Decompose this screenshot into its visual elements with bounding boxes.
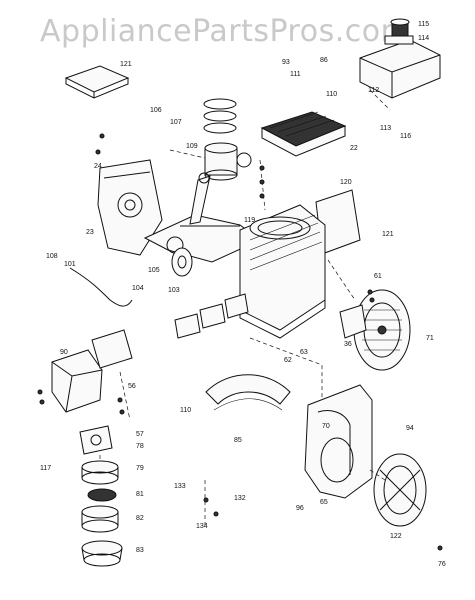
reed-plates	[174, 293, 249, 339]
part-number-24: 24	[94, 163, 102, 170]
fasteners	[37, 133, 443, 551]
part-number-111: 111	[290, 71, 301, 78]
air-filter-stack	[81, 460, 123, 567]
part-number-labels: 115 114 121 93 86 111 112 110 113 116 22…	[40, 21, 446, 568]
part-number-107: 107	[170, 119, 182, 126]
part-number-56: 56	[128, 383, 136, 390]
cylinder-head	[260, 111, 347, 157]
air-filter-pad	[64, 65, 130, 99]
part-number-109: 109	[186, 143, 198, 150]
part-number-78: 78	[136, 443, 144, 450]
part-number-90: 90	[60, 349, 68, 356]
part-number-110: 110	[326, 91, 337, 98]
part-number-133: 133	[174, 483, 186, 490]
part-number-106: 106	[150, 107, 162, 114]
fuel-line	[69, 267, 133, 307]
muffler	[359, 18, 441, 99]
part-number-93: 93	[282, 59, 290, 66]
part-number-65: 65	[320, 499, 328, 506]
part-number-108: 108	[46, 253, 58, 260]
part-number-114: 114	[418, 35, 429, 42]
part-number-70: 70	[322, 423, 330, 430]
recoil-starter	[373, 453, 427, 527]
part-number-76: 76	[438, 561, 446, 568]
part-number-104: 104	[132, 285, 144, 292]
part-number-110-b: 110	[180, 407, 191, 414]
camshaft-gear	[171, 247, 193, 277]
part-number-120: 120	[340, 179, 352, 186]
part-number-119: 119	[244, 217, 255, 224]
part-number-94: 94	[406, 425, 414, 432]
part-number-22: 22	[350, 145, 358, 152]
part-number-105: 105	[148, 267, 160, 274]
part-number-86: 86	[320, 57, 328, 64]
cylinder-block	[239, 204, 326, 339]
carburetor	[79, 329, 133, 455]
part-number-85: 85	[234, 437, 242, 444]
part-number-96: 96	[296, 505, 304, 512]
part-number-116: 116	[400, 133, 411, 140]
part-number-62: 62	[284, 357, 292, 364]
part-number-117: 117	[40, 465, 51, 472]
part-number-134: 134	[196, 523, 208, 530]
piston-rings	[203, 98, 237, 134]
part-number-36: 36	[344, 341, 352, 348]
part-number-121-b: 121	[382, 231, 394, 238]
watermark: AppliancePartsPros.com	[40, 14, 411, 49]
ignition-coil	[339, 304, 367, 339]
air-deflector	[205, 374, 291, 411]
part-number-83: 83	[136, 547, 144, 554]
part-number-112: 112	[368, 87, 379, 94]
part-number-115: 115	[418, 21, 429, 28]
part-number-101: 101	[64, 261, 76, 268]
piston	[204, 142, 252, 181]
crankcase-cover	[97, 159, 163, 256]
part-number-132: 132	[234, 495, 246, 502]
part-number-103: 103	[168, 287, 180, 294]
part-number-57: 57	[136, 431, 144, 438]
part-number-113: 113	[380, 125, 391, 132]
part-number-82: 82	[136, 515, 144, 522]
part-number-121: 121	[120, 61, 132, 68]
part-number-63: 63	[300, 349, 308, 356]
part-number-71: 71	[426, 335, 434, 342]
part-number-122: 122	[390, 533, 402, 540]
connecting-rod	[189, 172, 211, 225]
blower-housing	[304, 384, 373, 499]
part-number-23: 23	[86, 229, 94, 236]
fuel-tank	[51, 349, 103, 413]
flywheel	[353, 289, 411, 371]
part-number-79: 79	[136, 465, 144, 472]
part-number-61: 61	[374, 273, 382, 280]
part-number-81: 81	[136, 491, 144, 498]
